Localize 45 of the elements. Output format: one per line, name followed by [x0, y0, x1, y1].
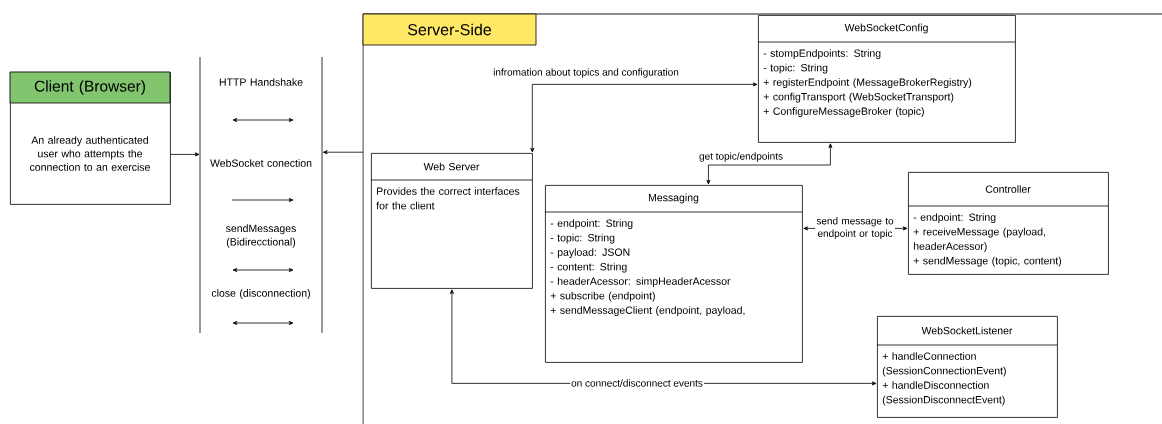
component-box: [9, 71, 171, 205]
protocol-step: close (disconnection): [211, 289, 310, 299]
edge-label: get topic/endpoints: [699, 152, 783, 162]
class-name: Controller: [985, 185, 1031, 193]
protocol-step: WebSocket conection: [210, 159, 312, 167]
box-description: An already authenticated user who attempts the connection to an exercise: [30, 136, 150, 171]
box-title: Client (Browser): [34, 80, 145, 95]
class-member: - headerAcessor: simpHeaderAcessor: [550, 277, 731, 287]
class-name: Messaging: [649, 193, 699, 204]
component-box: [370, 153, 533, 289]
edge-label: infromation about topics and configuration: [493, 68, 679, 78]
class-member: - payload: JSON: [550, 248, 630, 258]
class-member: + configTransport (WebSocketTransport): [763, 92, 954, 103]
class-member: + ConfigureMessageBroker (topic): [763, 107, 924, 117]
edge-label: on connect/disconnect events: [571, 379, 703, 387]
class-name: WebSocketListener: [921, 326, 1013, 335]
class-member: + handleDisconnection (SessionDisconnectEvent): [882, 381, 1005, 406]
class-box: [907, 172, 1109, 275]
frame-title: Server-Side: [408, 23, 491, 36]
connector-arrow: [170, 152, 200, 157]
connector-arrow: [706, 143, 833, 185]
class-member: - topic: String: [550, 233, 615, 244]
class-member: + sendMessage (topic, content): [913, 256, 1062, 267]
connector-arrow: [323, 150, 364, 155]
edge-label: send message to endpoint or topic: [816, 217, 894, 239]
class-member: - endpoint: String: [913, 213, 996, 223]
class-member: - endpoint: String: [550, 219, 633, 229]
class-member: - content: String: [550, 262, 627, 273]
protocol-step: HTTP Handshake: [219, 78, 303, 86]
class-name: WebSocketConfig: [844, 23, 928, 34]
server-side-frame: [362, 13, 1162, 424]
connector-arrow: [530, 82, 758, 153]
class-member: + sendMessageClient (endpoint, payload,: [550, 306, 745, 316]
class-member: + subscribe (endpoint): [550, 291, 655, 302]
class-member: + receiveMessage (payload, headerAcessor): [913, 227, 1045, 252]
class-box: [757, 15, 1016, 143]
box-description: Provides the correct interfaces for the client: [376, 187, 520, 210]
class-member: + handleConnection (SessionConnectionEvent): [882, 352, 1006, 377]
protocol-step: sendMessages (Bidirecctional): [226, 224, 296, 248]
class-member: + registerEndpoint (MessageBrokerRegistry): [763, 78, 972, 88]
class-member: - topic: String: [763, 63, 828, 74]
class-box: [876, 316, 1058, 418]
class-box: [544, 185, 803, 363]
box-title: Web Server: [423, 162, 480, 171]
class-member: - stompEndpoints: String: [763, 49, 881, 59]
